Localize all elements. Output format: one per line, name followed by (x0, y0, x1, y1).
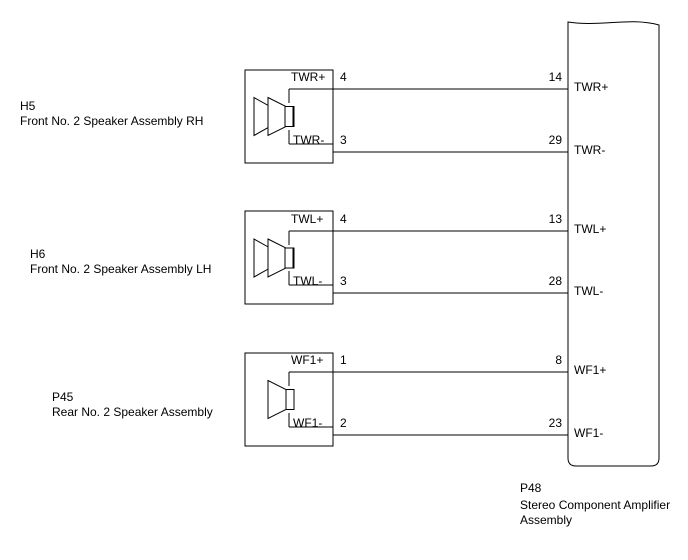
amplifier-pin-number: 23 (549, 416, 563, 430)
amplifier-name-line2: Assembly (520, 513, 572, 527)
speaker-magnet (284, 106, 294, 127)
speaker-pin-number: 2 (340, 416, 347, 430)
amplifier-pin-number: 8 (555, 353, 562, 367)
speaker-magnet (285, 389, 295, 410)
amplifier-terminal-label: TWL- (574, 284, 603, 298)
terminal-label: TWL+ (291, 212, 323, 226)
amplifier-terminal-label: WF1+ (574, 363, 606, 377)
amplifier-code: P48 (520, 481, 542, 495)
tweeter-speaker-pair-icon (253, 238, 295, 278)
amplifier-terminal-label: TWL+ (574, 222, 606, 236)
amplifier-pin-number: 29 (549, 133, 563, 147)
amplifier-pin-number: 14 (549, 70, 563, 84)
speaker-code: H5 (20, 99, 36, 113)
speaker-pin-number: 4 (340, 70, 347, 84)
amplifier-name-line1: Stereo Component Amplifier (520, 498, 670, 512)
speaker-pin-number: 3 (340, 133, 347, 147)
speaker-pin-number: 4 (340, 212, 347, 226)
speaker-pin-number: 3 (340, 274, 347, 288)
speaker-code: H6 (30, 247, 46, 261)
amplifier-pin-number: 13 (549, 212, 563, 226)
amplifier-pin-number: 28 (549, 274, 563, 288)
speaker-name: Front No. 2 Speaker Assembly LH (30, 262, 211, 276)
terminal-label: WF1- (293, 416, 322, 430)
speaker-name: Rear No. 2 Speaker Assembly (52, 405, 213, 419)
terminal-label: TWR+ (291, 70, 325, 84)
speaker-pin-number: 1 (340, 353, 347, 367)
terminal-label: TWR- (293, 133, 324, 147)
amplifier-terminal-label: TWR+ (574, 80, 608, 94)
terminal-label: WF1+ (291, 353, 323, 367)
amplifier-terminal-label: TWR- (574, 143, 605, 157)
speaker-icon (267, 379, 295, 420)
terminal-label: TWL- (293, 274, 322, 288)
speaker-code: P45 (52, 390, 74, 404)
speaker-name: Front No. 2 Speaker Assembly RH (20, 114, 203, 128)
amplifier-terminal-label: WF1- (574, 426, 603, 440)
speaker-magnet (284, 247, 294, 269)
speaker-cone (267, 379, 287, 420)
amplifier-body (567, 21, 660, 467)
tweeter-speaker-pair-icon (253, 96, 295, 137)
